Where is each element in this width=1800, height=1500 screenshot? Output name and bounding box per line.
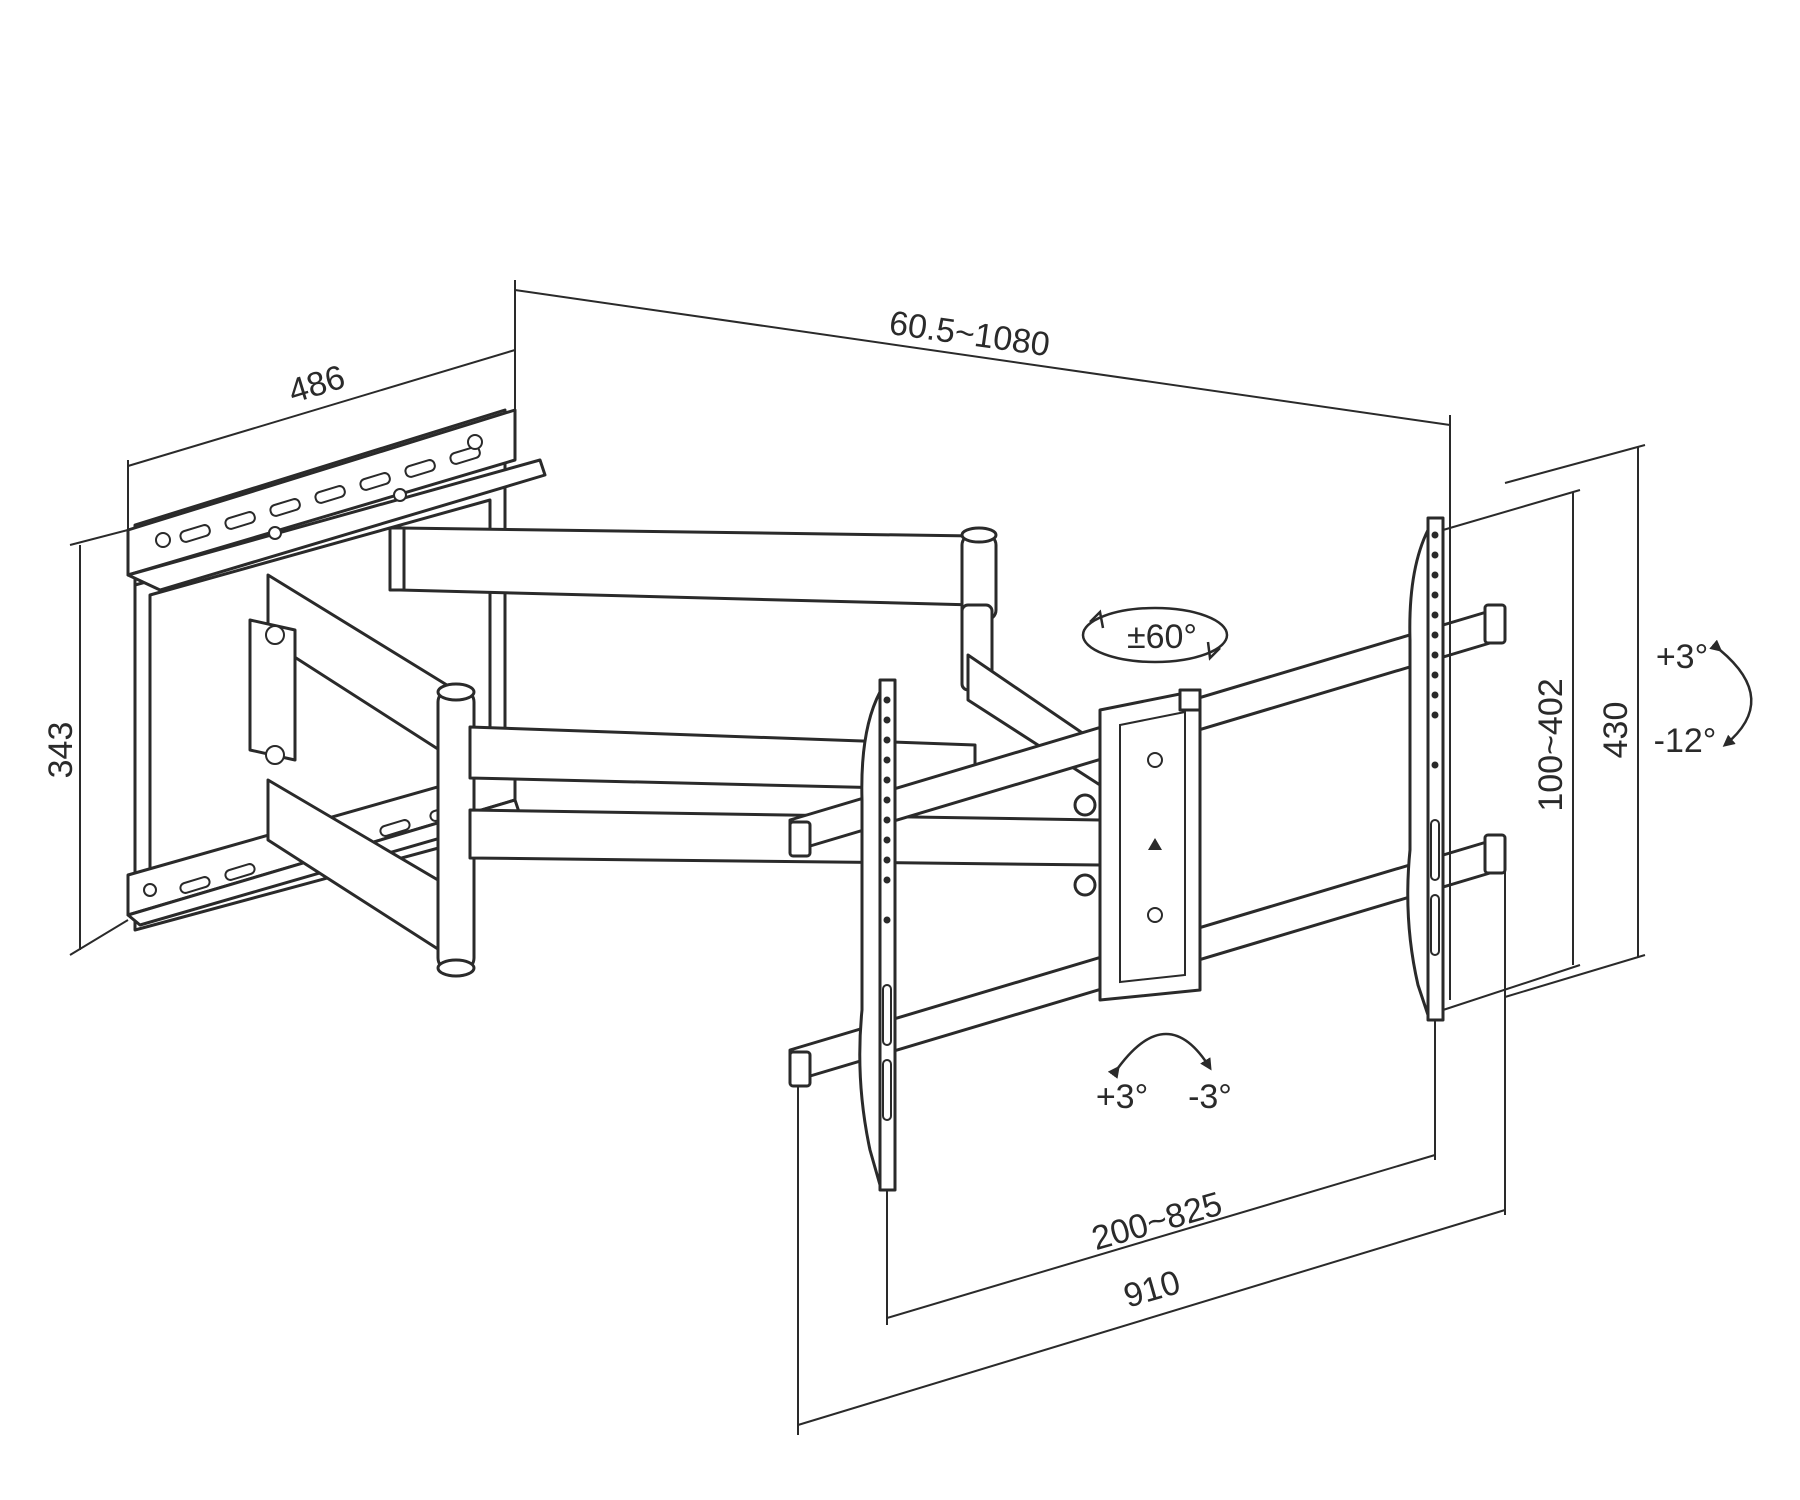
dimension-lines — [69, 280, 1646, 1435]
dim-label-910: 910 — [1119, 1263, 1184, 1315]
swivel-label: ±60° — [1127, 618, 1197, 656]
level-arrow — [1107, 1032, 1212, 1079]
swing-arms — [248, 526, 1102, 978]
left-strip-holes — [882, 696, 892, 1121]
level-minus-label: -3° — [1188, 1078, 1232, 1116]
dim-label-100-402: 100~402 — [1532, 678, 1570, 811]
swivel-symbol — [1081, 606, 1229, 664]
level-plus-label: +3° — [1096, 1078, 1148, 1116]
tilt-arrow — [1709, 639, 1753, 747]
right-strip-holes — [1430, 531, 1440, 956]
dim-label-200-825: 200~825 — [1088, 1185, 1227, 1258]
dim-label-343: 343 — [42, 722, 80, 779]
tilt-down-label: -12° — [1654, 722, 1717, 760]
dim-label-430: 430 — [1597, 702, 1635, 759]
tilt-up-label: +3° — [1656, 638, 1708, 676]
tv-bracket — [788, 516, 1507, 1192]
